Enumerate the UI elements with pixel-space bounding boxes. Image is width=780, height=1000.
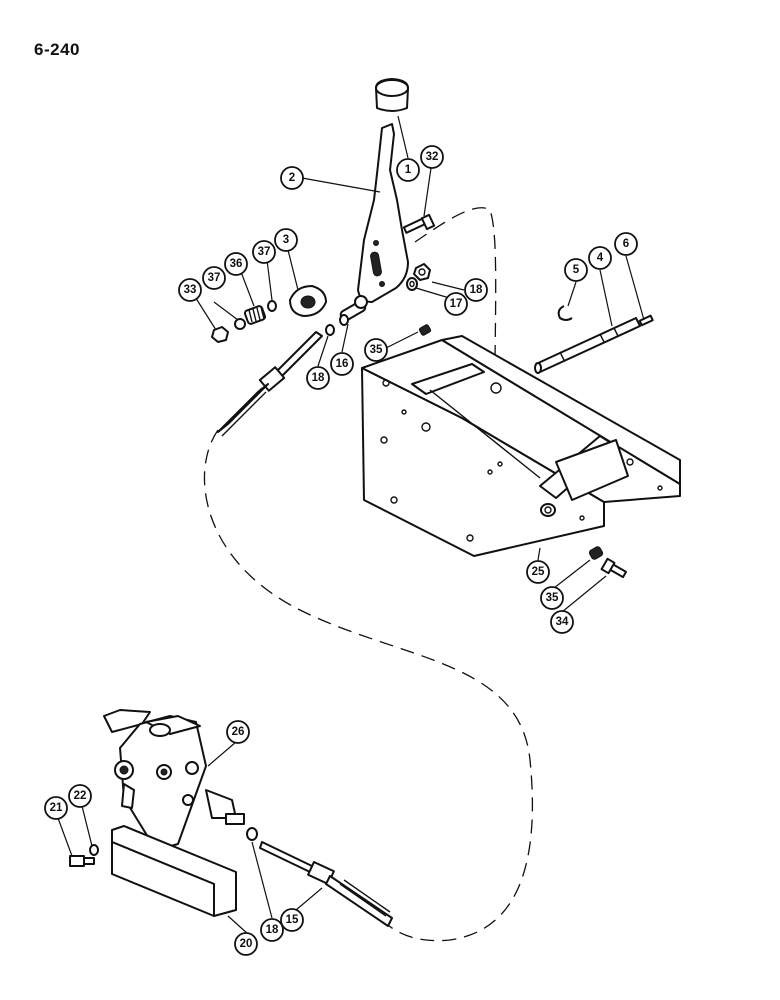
washer-17-icon bbox=[406, 277, 418, 291]
spring-36-icon bbox=[243, 305, 267, 325]
callout-33: 33 bbox=[178, 278, 202, 302]
callout-18-valve: 18 bbox=[260, 918, 284, 942]
knob-icon bbox=[375, 78, 409, 112]
callout-17: 17 bbox=[444, 292, 468, 316]
svg-text:34: 34 bbox=[556, 616, 569, 628]
callout-6: 6 bbox=[614, 232, 638, 256]
control-cable-lower-icon bbox=[259, 841, 393, 927]
svg-text:20: 20 bbox=[240, 938, 253, 950]
svg-text:21: 21 bbox=[50, 802, 63, 814]
svg-text:25: 25 bbox=[532, 566, 545, 578]
svg-text:18: 18 bbox=[470, 284, 483, 296]
svg-text:32: 32 bbox=[426, 151, 439, 163]
page-number: 6-240 bbox=[34, 40, 80, 59]
callout-2: 2 bbox=[280, 166, 304, 190]
svg-text:26: 26 bbox=[232, 726, 245, 738]
callout-32: 32 bbox=[420, 145, 444, 169]
callout-35-upper: 35 bbox=[364, 338, 388, 362]
svg-text:16: 16 bbox=[336, 358, 349, 370]
leader-lines bbox=[57, 115, 645, 935]
rod-end-16-icon bbox=[339, 295, 368, 326]
pivot-shaft-icon bbox=[534, 317, 641, 374]
callout-36: 36 bbox=[224, 252, 248, 276]
callout-25: 25 bbox=[526, 560, 550, 584]
callout-15: 15 bbox=[280, 908, 304, 932]
pin-35a-icon bbox=[418, 324, 432, 336]
nut-33-icon bbox=[211, 326, 229, 343]
svg-text:6: 6 bbox=[623, 238, 629, 250]
callout-26: 26 bbox=[226, 720, 250, 744]
cable-routing-dashed-line bbox=[203, 429, 533, 942]
callout-5: 5 bbox=[564, 258, 588, 282]
bolt-21-icon bbox=[69, 855, 95, 867]
washer-22-icon bbox=[89, 844, 99, 856]
svg-text:35: 35 bbox=[546, 592, 559, 604]
svg-text:37: 37 bbox=[208, 272, 221, 284]
svg-text:22: 22 bbox=[74, 790, 87, 802]
callout-18-rod: 18 bbox=[306, 366, 330, 390]
shift-lever-icon bbox=[357, 123, 409, 303]
callout-20: 20 bbox=[234, 932, 258, 956]
svg-text:4: 4 bbox=[597, 252, 604, 264]
nut-18-icon bbox=[413, 263, 431, 281]
svg-text:15: 15 bbox=[286, 914, 299, 926]
svg-text:18: 18 bbox=[266, 924, 279, 936]
svg-text:18: 18 bbox=[312, 372, 325, 384]
bolt-32-icon bbox=[402, 213, 436, 234]
svg-text:33: 33 bbox=[184, 284, 197, 296]
svg-text:35: 35 bbox=[370, 344, 383, 356]
callout-1: 1 bbox=[396, 158, 420, 182]
callout-4: 4 bbox=[588, 246, 612, 270]
pin-6-icon bbox=[638, 314, 654, 327]
valve-bracket-20-icon bbox=[111, 825, 237, 917]
washer-18c-icon bbox=[246, 827, 258, 841]
callout-16: 16 bbox=[330, 352, 354, 376]
pin-35b-icon bbox=[588, 546, 604, 560]
svg-text:5: 5 bbox=[573, 264, 580, 276]
control-cable-upper-icon bbox=[217, 331, 323, 437]
callout-3: 3 bbox=[274, 228, 298, 252]
bolt-34-icon bbox=[600, 557, 628, 579]
callout-35-lower: 35 bbox=[540, 586, 564, 610]
callout-18-lever: 18 bbox=[464, 278, 488, 302]
svg-text:3: 3 bbox=[283, 234, 289, 246]
svg-text:2: 2 bbox=[289, 172, 295, 184]
callout-37-lower: 37 bbox=[202, 266, 226, 290]
svg-text:37: 37 bbox=[258, 246, 271, 258]
control-valve-icon bbox=[103, 709, 245, 851]
svg-text:17: 17 bbox=[450, 298, 463, 310]
washer-37b-icon bbox=[234, 318, 246, 330]
washer-37-icon bbox=[267, 300, 277, 312]
clip-5-icon bbox=[557, 305, 573, 321]
callout-37-upper: 37 bbox=[252, 240, 276, 264]
callout-34: 34 bbox=[550, 610, 574, 634]
svg-text:36: 36 bbox=[230, 258, 243, 270]
ball-joint-3-icon bbox=[289, 285, 327, 317]
nut-18b-icon bbox=[325, 324, 335, 336]
callout-22: 22 bbox=[68, 784, 92, 808]
callout-21: 21 bbox=[44, 796, 68, 820]
svg-text:1: 1 bbox=[405, 164, 412, 176]
lever-alignment-dashed-line bbox=[414, 207, 497, 361]
mounting-bracket-icon bbox=[361, 335, 681, 557]
